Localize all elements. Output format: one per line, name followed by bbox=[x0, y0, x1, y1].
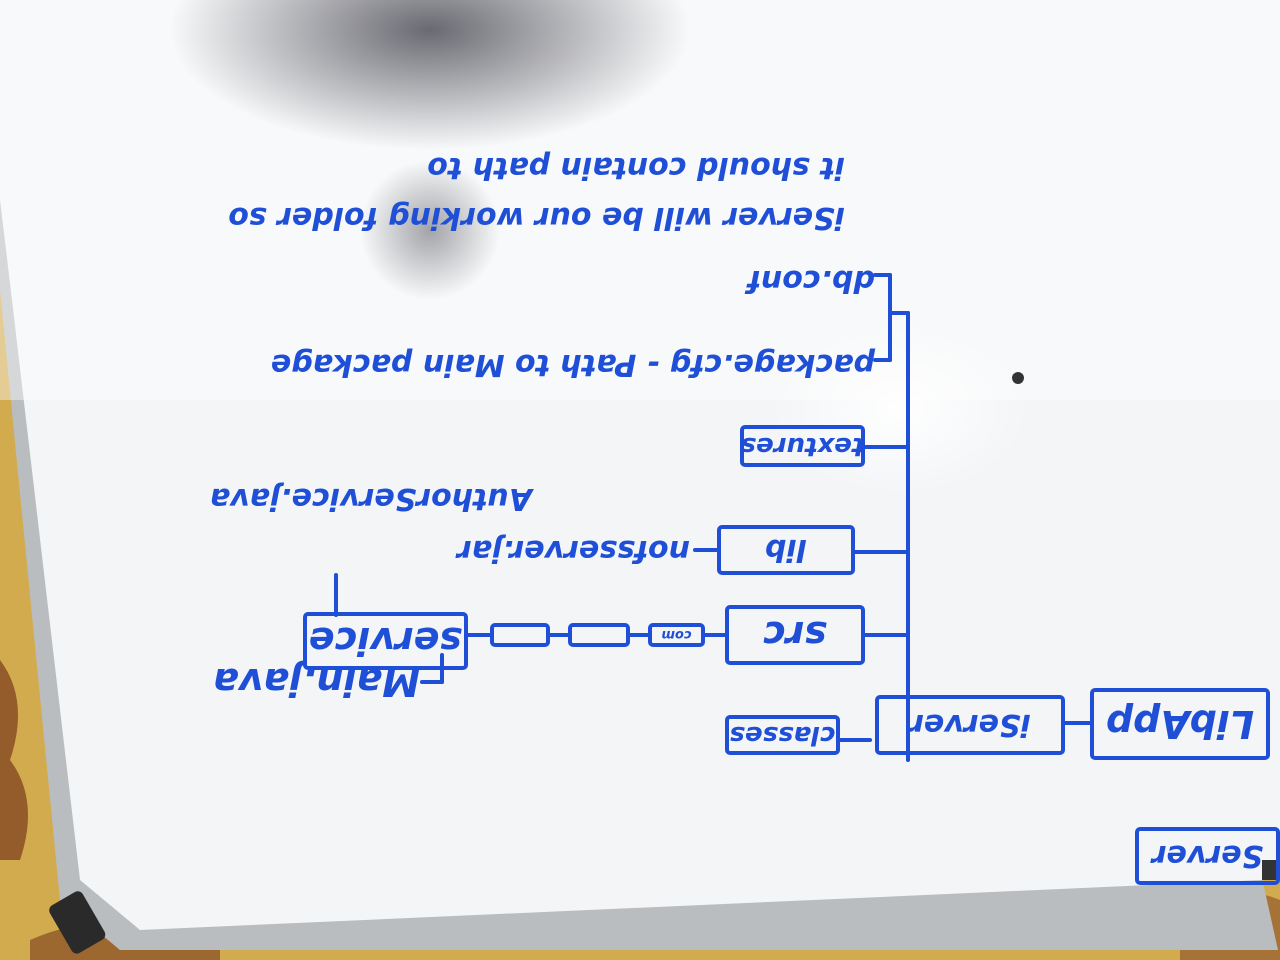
textures-box: textures bbox=[740, 425, 865, 467]
main-java-text: Main.java bbox=[212, 660, 420, 704]
package-cfg-text: package.cfg - Path to Main package bbox=[270, 347, 875, 382]
package-folder-box-2 bbox=[490, 623, 550, 647]
service-label: service bbox=[308, 619, 463, 663]
note-line-1: iServer will be our working folder so bbox=[228, 200, 845, 235]
com-label: com bbox=[661, 627, 692, 643]
classes-box: classes bbox=[725, 715, 840, 755]
service-java-text: AuthorService.java bbox=[209, 481, 532, 516]
com-folder-box: com bbox=[648, 623, 705, 647]
package-folder-box-1 bbox=[568, 623, 630, 647]
lib-label: lib bbox=[764, 532, 808, 568]
server-heading-box: Server bbox=[1135, 827, 1280, 885]
iserver-label: iServer bbox=[909, 707, 1031, 743]
src-label: src bbox=[763, 613, 827, 657]
libapp-label: LibApp bbox=[1105, 702, 1255, 746]
textures-label: textures bbox=[740, 431, 865, 461]
db-conf-text: db.conf bbox=[747, 263, 875, 298]
note-line-2: it should contain path to bbox=[427, 150, 845, 185]
classes-label: classes bbox=[729, 720, 836, 750]
nofsserver-jar-text: nofsserver.jar bbox=[456, 533, 690, 568]
libapp-box: LibApp bbox=[1090, 688, 1270, 760]
server-heading-label: Server bbox=[1151, 838, 1264, 874]
lib-box: lib bbox=[717, 525, 855, 575]
iserver-box: iServer bbox=[875, 695, 1065, 755]
src-box: src bbox=[725, 605, 865, 665]
